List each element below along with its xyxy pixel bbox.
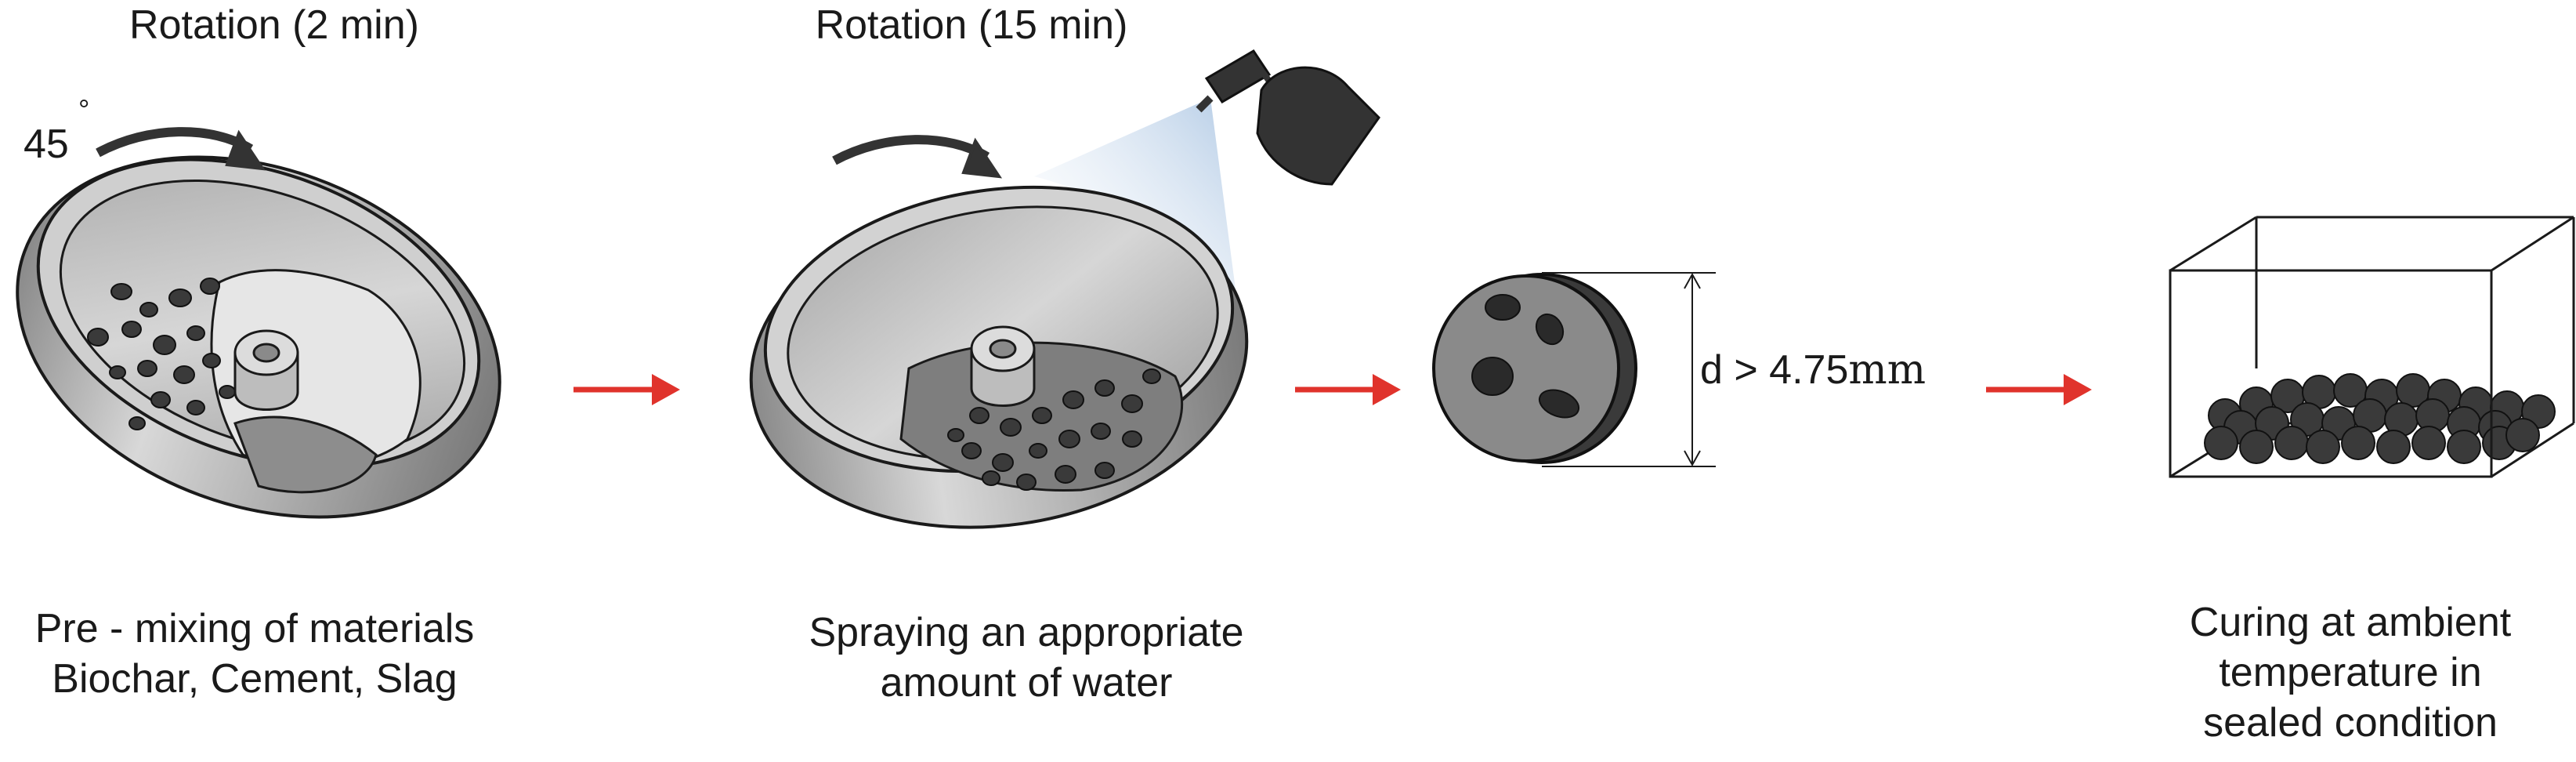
biochar-pellet bbox=[1432, 273, 1637, 464]
rotation-label-1: Rotation (2 min) bbox=[129, 2, 419, 48]
caption-step4-line3: sealed condition bbox=[2203, 700, 2498, 746]
diameter-value: d > 4.75 bbox=[1700, 347, 1849, 393]
rotation-arrow-1 bbox=[96, 127, 266, 171]
caption-step4: Curing at ambient temperature in sealed … bbox=[2131, 597, 2570, 748]
rotation-label-2: Rotation (15 min) bbox=[815, 2, 1128, 48]
caption-step2-line2: amount of water bbox=[880, 660, 1173, 706]
diameter-unit: mm bbox=[1848, 347, 1927, 394]
caption-step1-line1: Pre - mixing of materials bbox=[34, 606, 475, 651]
caption-step1-line2: Biochar, Cement, Slag bbox=[52, 656, 458, 702]
angle-unit: ° bbox=[78, 93, 90, 125]
spray-nozzle-icon bbox=[1196, 49, 1380, 186]
pan-mixer-1 bbox=[16, 155, 501, 519]
caption-step4-line1: Curing at ambient bbox=[2189, 600, 2512, 645]
caption-step2-line1: Spraying an appropriate bbox=[809, 610, 1244, 655]
pan-mixer-2 bbox=[749, 185, 1249, 529]
caption-step2: Spraying an appropriate amount of water bbox=[752, 608, 1301, 708]
diameter-label: d > 4.75mm bbox=[1700, 345, 1959, 395]
flow-arrow-1 bbox=[573, 374, 680, 405]
rotation-arrow-2 bbox=[832, 135, 1003, 179]
flow-arrow-3 bbox=[1986, 374, 2092, 405]
pan-hub-1 bbox=[233, 329, 299, 411]
angle-value: 45 bbox=[24, 122, 69, 167]
pan-hub-2 bbox=[970, 325, 1036, 407]
caption-step1: Pre - mixing of materials Biochar, Cemen… bbox=[0, 604, 509, 704]
flow-arrow-2 bbox=[1295, 374, 1401, 405]
curing-container bbox=[2169, 216, 2575, 478]
angle-label: 45 bbox=[24, 119, 78, 169]
diameter-dimension bbox=[1542, 272, 1716, 467]
caption-step4-line2: temperature in bbox=[2219, 650, 2482, 695]
